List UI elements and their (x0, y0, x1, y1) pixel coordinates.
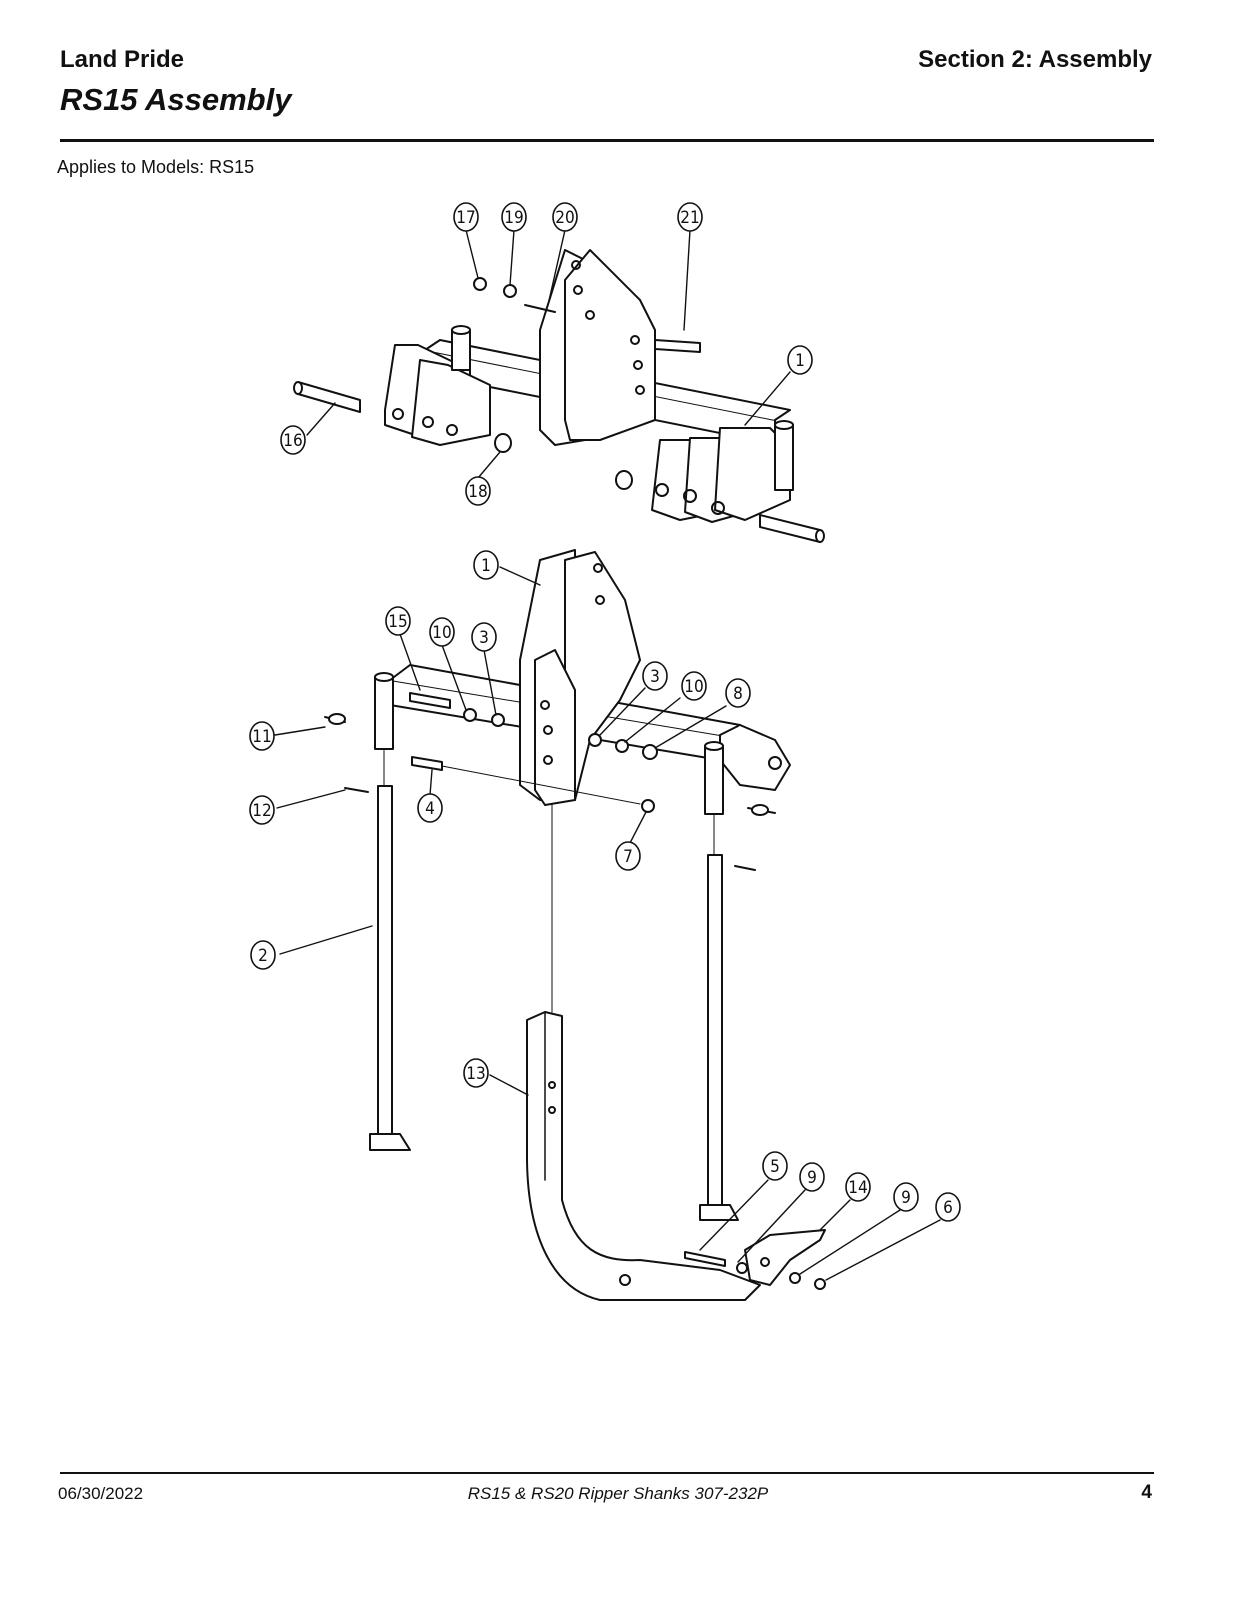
svg-text:3: 3 (650, 667, 660, 687)
svg-text:12: 12 (252, 801, 271, 821)
callout-10-left: 10 (429, 617, 455, 647)
svg-text:4: 4 (425, 799, 435, 819)
callout-4: 4 (417, 793, 443, 823)
callout-12: 12 (249, 795, 275, 825)
svg-text:1: 1 (795, 351, 805, 371)
callout-15: 15 (385, 606, 411, 636)
callout-3-left: 3 (471, 622, 497, 652)
header-divider (60, 139, 1154, 142)
svg-text:1: 1 (481, 556, 491, 576)
callout-20: 20 (552, 202, 578, 232)
page-number: 4 (1141, 1482, 1152, 1503)
lower-ripper-frame (324, 549, 826, 1301)
svg-text:7: 7 (623, 847, 633, 867)
page-title: RS15 Assembly (60, 82, 292, 117)
upper-hitch-frame (293, 249, 825, 543)
callout-19: 19 (501, 202, 527, 232)
brand-name: Land Pride (60, 46, 185, 73)
svg-text:15: 15 (388, 612, 407, 632)
callout-1-lower: 1 (473, 550, 499, 580)
svg-text:18: 18 (468, 482, 487, 502)
applies-to-models: Applies to Models: RS15 (57, 157, 255, 177)
footer-date: 06/30/2022 (58, 1484, 144, 1503)
svg-text:9: 9 (807, 1168, 817, 1188)
svg-text:11: 11 (252, 727, 271, 747)
svg-text:3: 3 (479, 628, 489, 648)
svg-text:10: 10 (684, 677, 703, 697)
callout-6: 6 (935, 1192, 961, 1222)
svg-text:5: 5 (770, 1157, 780, 1177)
svg-text:19: 19 (504, 208, 523, 228)
svg-text:14: 14 (848, 1178, 867, 1198)
svg-text:13: 13 (466, 1064, 485, 1084)
callout-14: 14 (845, 1172, 871, 1202)
svg-text:2: 2 (258, 946, 268, 966)
callout-16: 16 (280, 425, 306, 455)
callout-5: 5 (762, 1151, 788, 1181)
footer-document-title: RS15 & RS20 Ripper Shanks 307-232P (467, 1484, 769, 1503)
svg-text:6: 6 (943, 1198, 953, 1218)
callout-8: 8 (725, 678, 751, 708)
svg-text:9: 9 (901, 1188, 911, 1208)
svg-text:17: 17 (456, 208, 475, 228)
svg-text:10: 10 (432, 623, 451, 643)
callout-7: 7 (615, 841, 641, 871)
section-title: Section 2: Assembly (918, 46, 1152, 73)
callout-17: 17 (453, 202, 479, 232)
svg-text:16: 16 (283, 431, 302, 451)
svg-text:21: 21 (680, 208, 699, 228)
footer-divider (60, 1472, 1154, 1474)
callout-11: 11 (249, 721, 275, 751)
callout-9-right: 9 (893, 1182, 919, 1212)
callout-9-left: 9 (799, 1162, 825, 1192)
callout-18: 18 (465, 476, 491, 506)
callout-2: 2 (250, 940, 276, 970)
callout-21: 21 (677, 202, 703, 232)
leader-lines (274, 229, 941, 1281)
svg-text:8: 8 (733, 684, 743, 704)
callout-10-right: 10 (681, 671, 707, 701)
svg-text:20: 20 (555, 208, 574, 228)
callout-13: 13 (463, 1058, 489, 1088)
callout-1-upper: 1 (787, 345, 813, 375)
callout-3-right: 3 (642, 661, 668, 691)
